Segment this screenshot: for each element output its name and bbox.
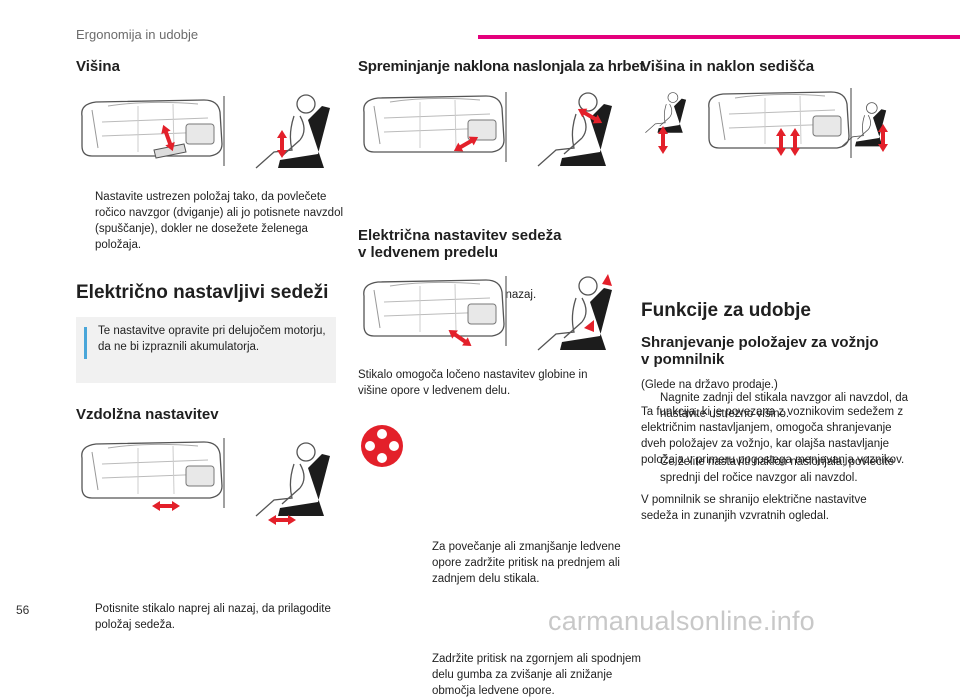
ledveni-text: Stikalo omogoča ločeno nastavitev globin… [358,369,588,397]
pomnilnik-paragraph: V pomnilnik se shranijo električne nasta… [641,494,867,522]
seat-height-tilt-illustration [641,86,911,178]
backrest-tilt-illustration [358,86,618,176]
heading-naklon: Spreminjanje naklona naslonjala za hrbet [358,58,645,75]
lumbar-button-icon [360,424,404,468]
heading-line: v pomnilnik [641,351,725,368]
heading-line: v ledvenem predelu [358,244,499,261]
list-item: Nagnite zadnji del stikala navzgor ali n… [641,390,925,422]
list-item: Potisnite stikalo naprej ali nazaj, da p… [76,601,355,633]
heading-line: Električna nastavitev sedeža [358,227,562,244]
heading-funkcije: Funkcije za udobje [641,300,811,321]
glede-text: (Glede na državo prodaje.) [641,379,778,391]
list-item-text: Če želite nastaviti naklon naslonjala, p… [660,456,894,484]
list-item-text: Nagnite zadnji del stikala navzgor ali n… [660,392,909,420]
list-item-text: Nastavite ustrezen položaj tako, da povl… [95,191,344,251]
section-label: Ergonomija in udobje [76,27,199,42]
accent-bar [478,35,960,39]
seat-height-illustration [76,88,336,178]
heading-line: Shranjevanje položajev za vožnjo [641,334,879,351]
heading-ledveni: Električna nastavitev sedeža v ledvenem … [358,227,561,261]
list-item-text: Za povečanje ali zmanjšanje ledvene opor… [432,541,621,585]
list-item: Če želite nastaviti naklon naslonjala, p… [641,454,925,486]
info-text: Te nastavitve opravite pri delujočem mot… [98,325,326,353]
list-item: Nastavite ustrezen položaj tako, da povl… [76,189,355,253]
heading-visina: Višina [76,58,120,75]
watermark: carmanualsonline.info [548,606,815,636]
heading-elektricno: Električno nastavljivi sedeži [76,282,329,303]
heading-vzdolzna: Vzdolžna nastavitev [76,406,219,423]
info-box: Te nastavitve opravite pri delujočem mot… [76,317,336,383]
list-item-text: Zadržite pritisk na zgornjem ali spodnje… [432,653,642,697]
page-number: 56 [16,603,30,617]
funkcija-paragraph: Ta funkcija, ki je povezana z voznikovim… [641,406,905,466]
seat-longitudinal-illustration [76,434,336,526]
lumbar-illustration [358,268,618,360]
list-item-text: Potisnite stikalo naprej ali nazaj, da p… [95,603,331,631]
list-item: Za povečanje ali zmanjšanje ledvene opor… [413,539,644,587]
list-item: Zadržite pritisk na zgornjem ali spodnje… [413,651,644,699]
heading-visina-naklon: Višina in naklon sedišča [641,58,815,75]
info-bar [84,327,87,359]
heading-shranjevanje: Shranjevanje položajev za vožnjo v pomni… [641,334,879,368]
